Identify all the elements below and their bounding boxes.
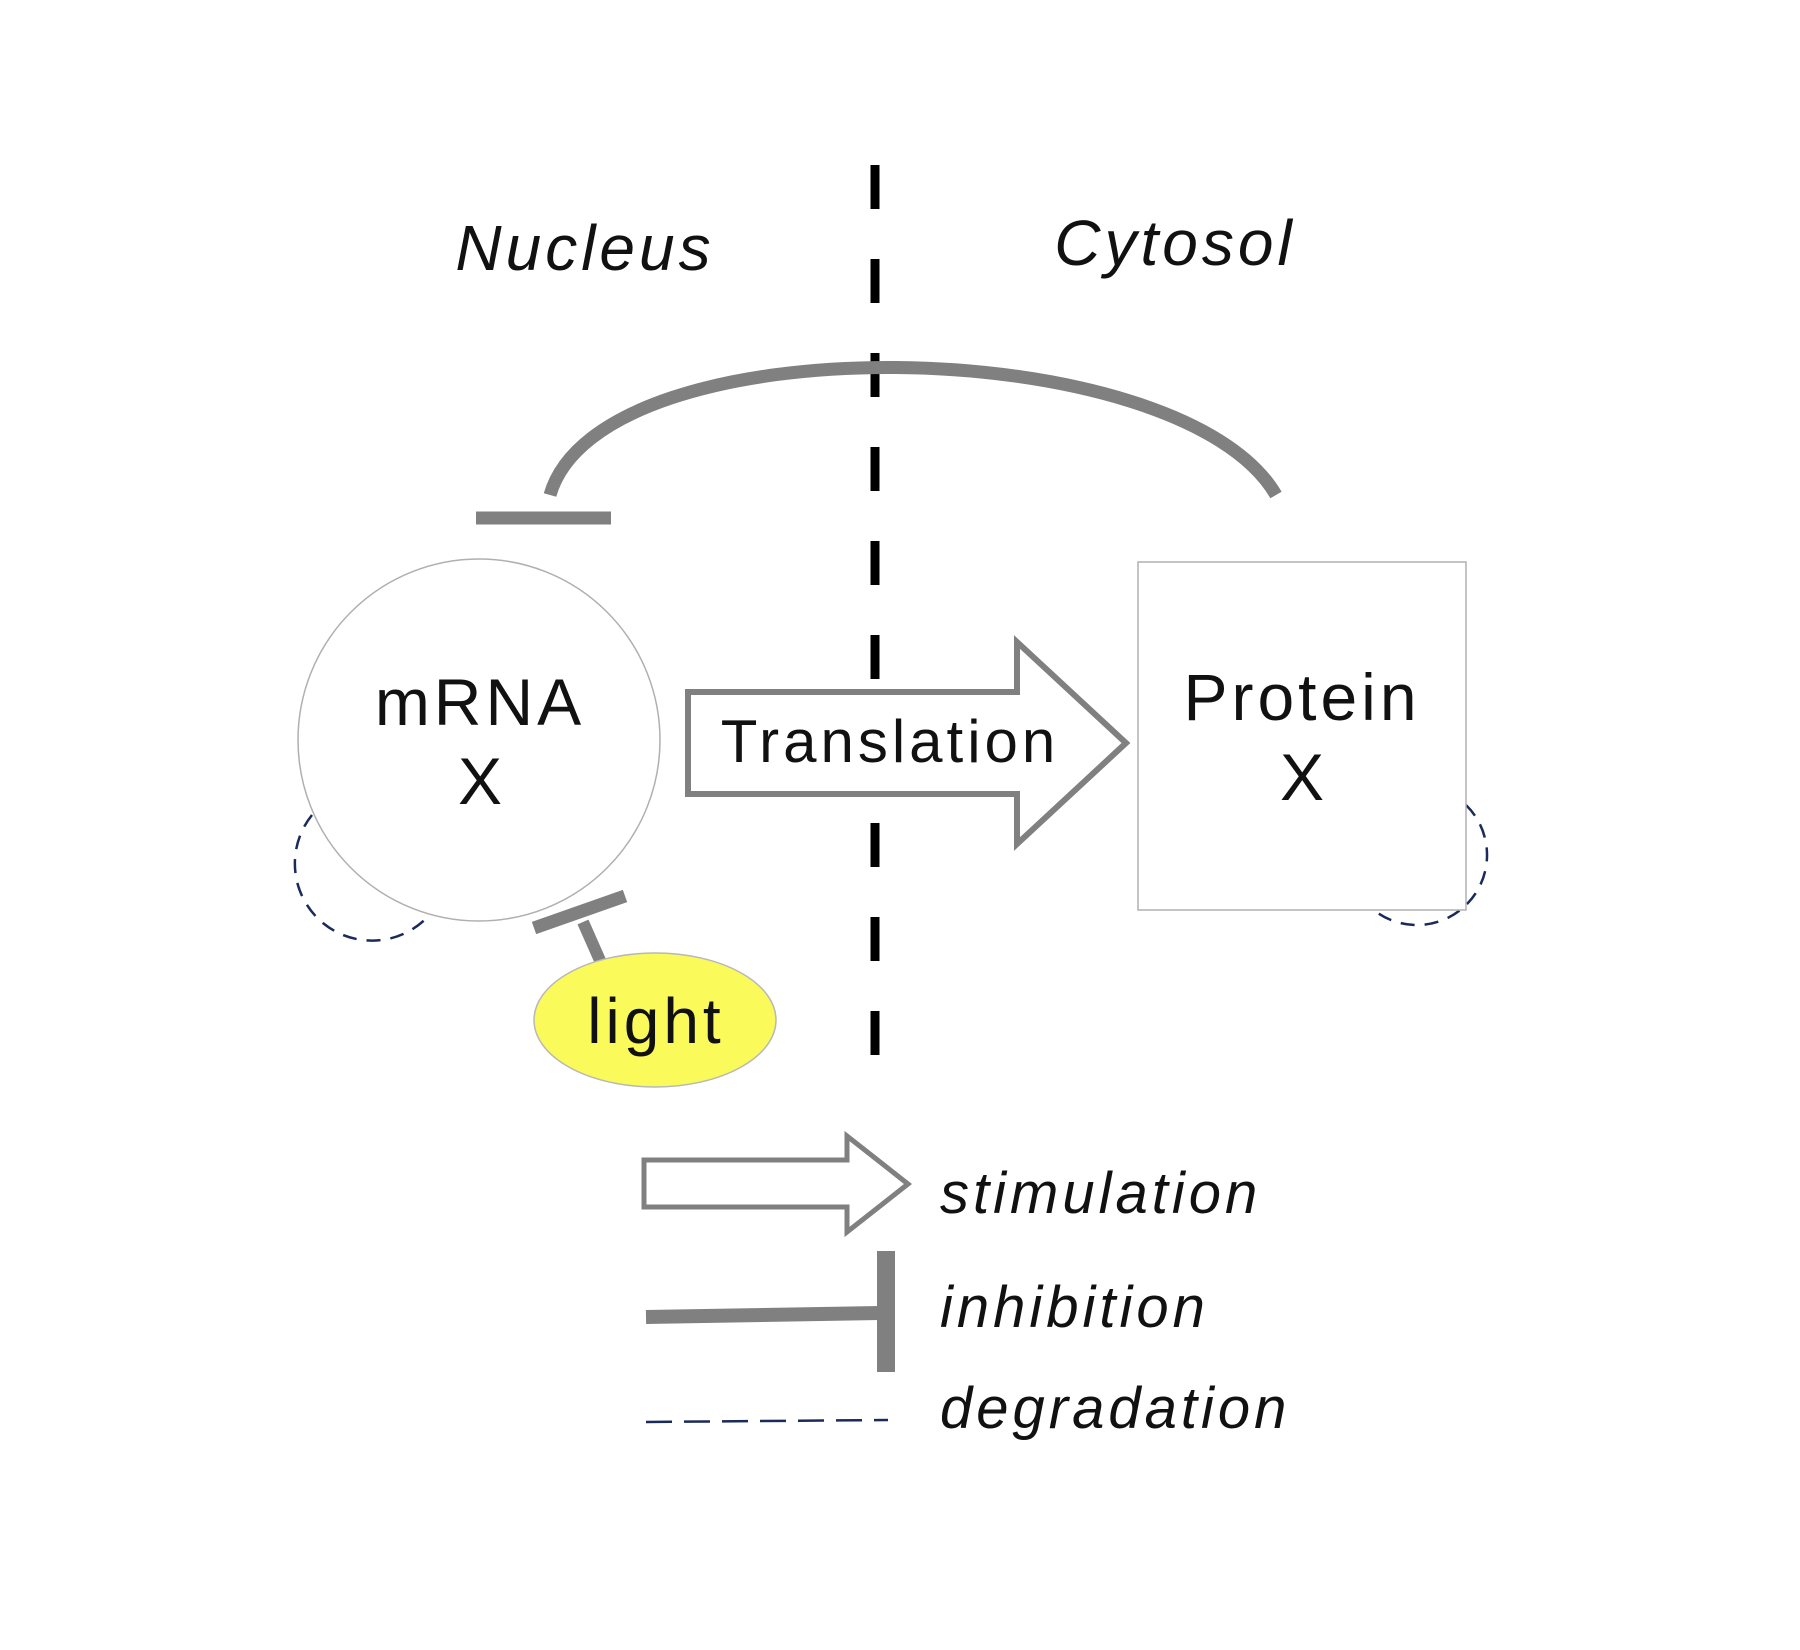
mrna-label-x: X	[458, 744, 502, 818]
light-label: light	[587, 985, 724, 1057]
protein-node	[1137, 561, 1467, 911]
mrna-node	[297, 558, 661, 922]
translation-arrow	[685, 635, 1131, 851]
legend: stimulation inhibition degradation	[641, 1130, 1290, 1441]
legend-stimulation-label: stimulation	[940, 1161, 1261, 1226]
protein-label: Protein	[1183, 660, 1420, 734]
protein-label-x: X	[1280, 740, 1324, 814]
legend-stimulation-arrow	[641, 1130, 913, 1238]
mrna-label: mRNA	[375, 665, 585, 739]
legend-inhibition-stem	[645, 1306, 881, 1324]
legend-inhibition-label: inhibition	[940, 1275, 1209, 1340]
light-node	[533, 952, 777, 1088]
legend-degradation-label: degradation	[940, 1376, 1290, 1441]
protein-inhibits-mrna-arc	[543, 361, 1282, 499]
translation-label: Translation	[721, 708, 1060, 775]
cytosol-label: Cytosol	[1054, 207, 1295, 279]
mrna-degradation-loop	[293, 814, 433, 942]
light-inhibits-mrna-bar	[531, 889, 628, 935]
protein-degradation-loop	[1367, 804, 1489, 927]
light-inhibits-mrna-stem	[577, 919, 608, 968]
nucleus-label: Nucleus	[455, 212, 714, 284]
legend-degradation-line	[645, 1418, 889, 1424]
